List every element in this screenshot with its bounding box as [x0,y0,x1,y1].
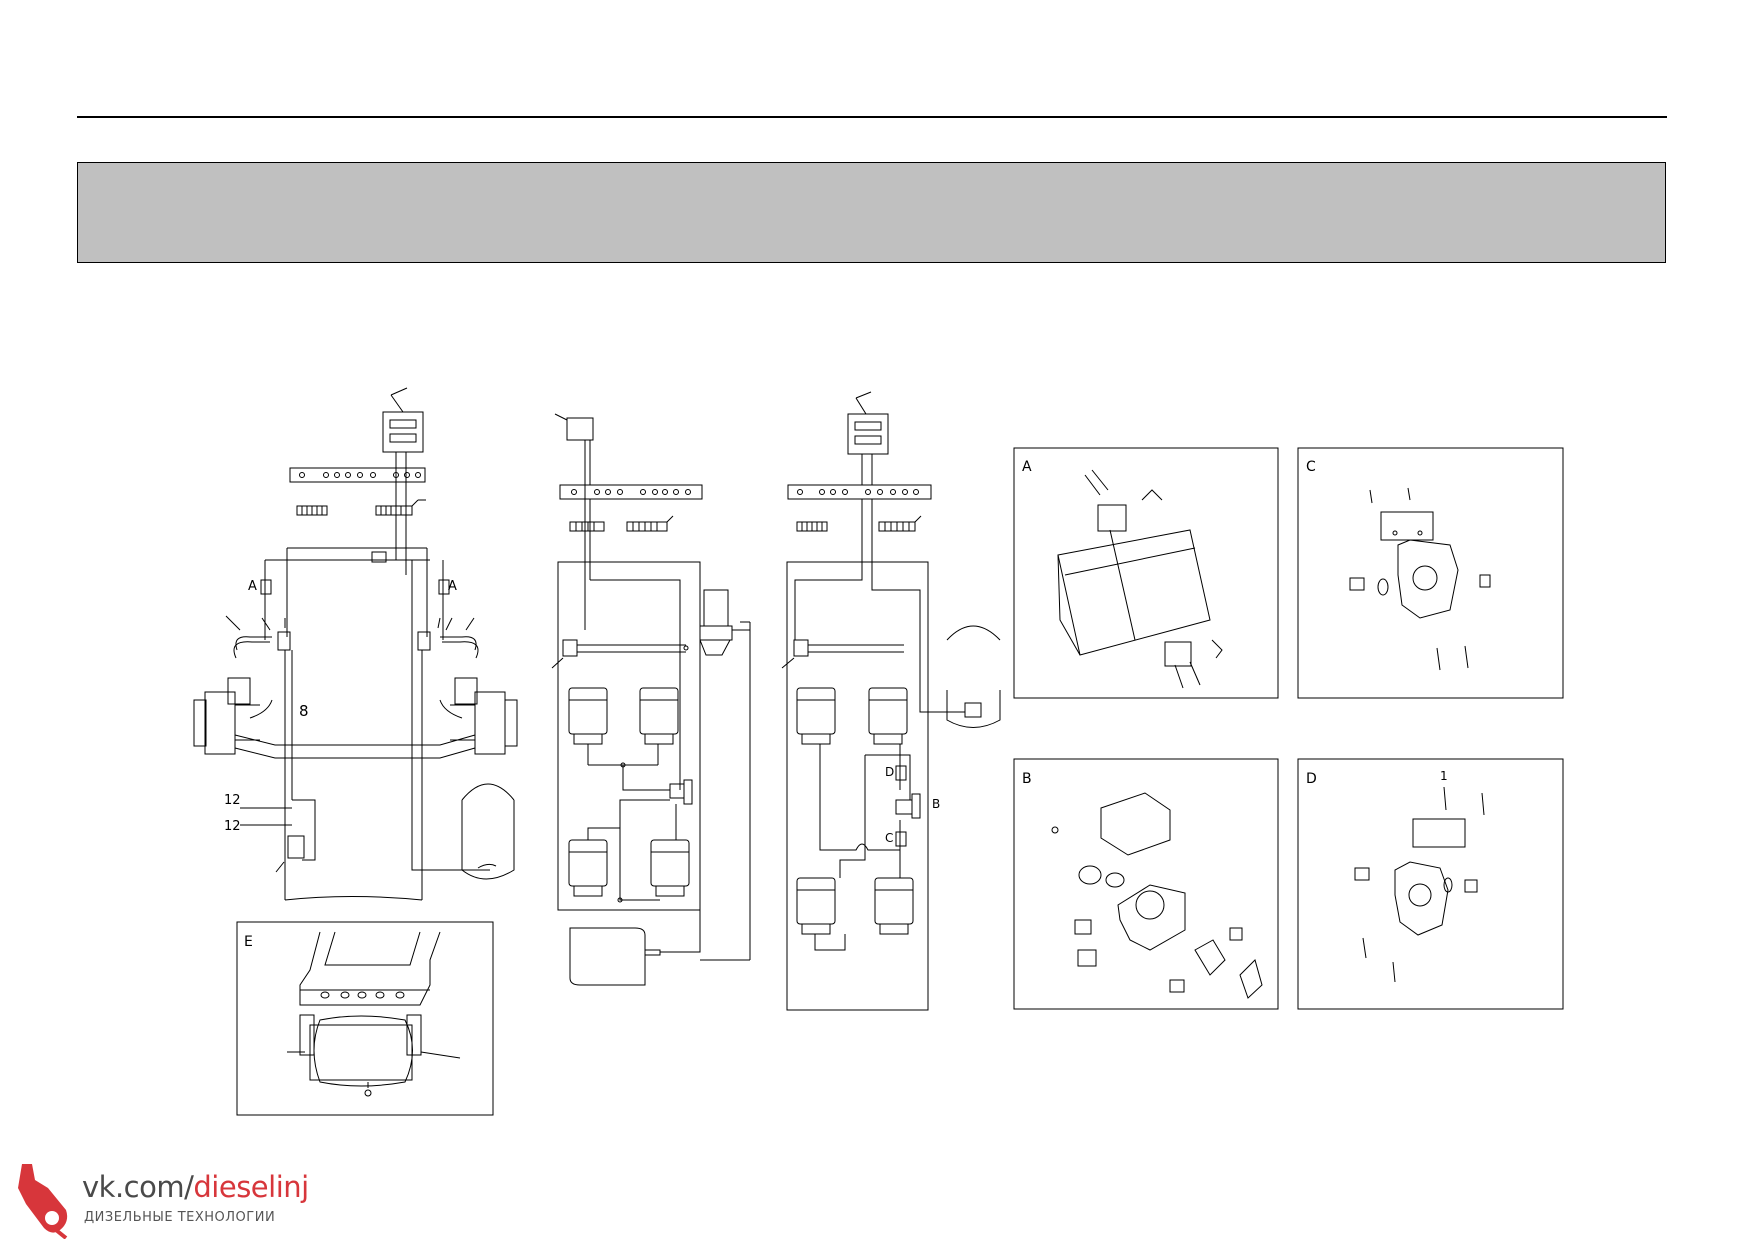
callout-detail-d-1: 1 [1440,769,1448,783]
callout-b-right: B [932,797,940,811]
front-axle-schematic [193,387,518,901]
detail-a-label: A [1022,459,1032,475]
detail-d-label: D [1306,771,1317,787]
detail-a-panel [1013,447,1279,699]
callout-12-bottom: 12 [224,819,241,834]
detail-d-panel [1297,758,1564,1010]
right-circuit-schematic [781,391,1001,1011]
fuel-injector-icon [18,1164,68,1239]
callout-d-right: D [885,765,894,779]
detail-e-panel [236,921,494,1116]
callout-c-right: C [885,831,893,845]
logo-subtitle: ДИЗЕЛЬНЫЕ ТЕХНОЛОГИИ [84,1210,276,1225]
detail-c-label: C [1306,459,1316,475]
logo-brand: dieselinj [193,1170,309,1204]
logo-text: vk.com/dieselinj [82,1170,309,1204]
logo-site: vk.com/ [82,1170,194,1204]
detail-b-panel [1013,758,1279,1010]
middle-circuit-schematic [551,413,751,986]
callout-a-right: A [448,579,457,594]
title-banner [77,162,1666,263]
detail-e-label: E [244,934,253,950]
header-rule [77,116,1667,118]
logo: vk.com/dieselinj ДИЗЕЛЬНЫЕ ТЕХНОЛОГИИ [8,1160,309,1239]
detail-c-panel [1297,447,1564,699]
detail-b-label: B [1022,771,1032,787]
callout-12-top: 12 [224,793,241,808]
callout-a-left: A [248,579,257,594]
callout-axle-8: 8 [299,702,309,720]
